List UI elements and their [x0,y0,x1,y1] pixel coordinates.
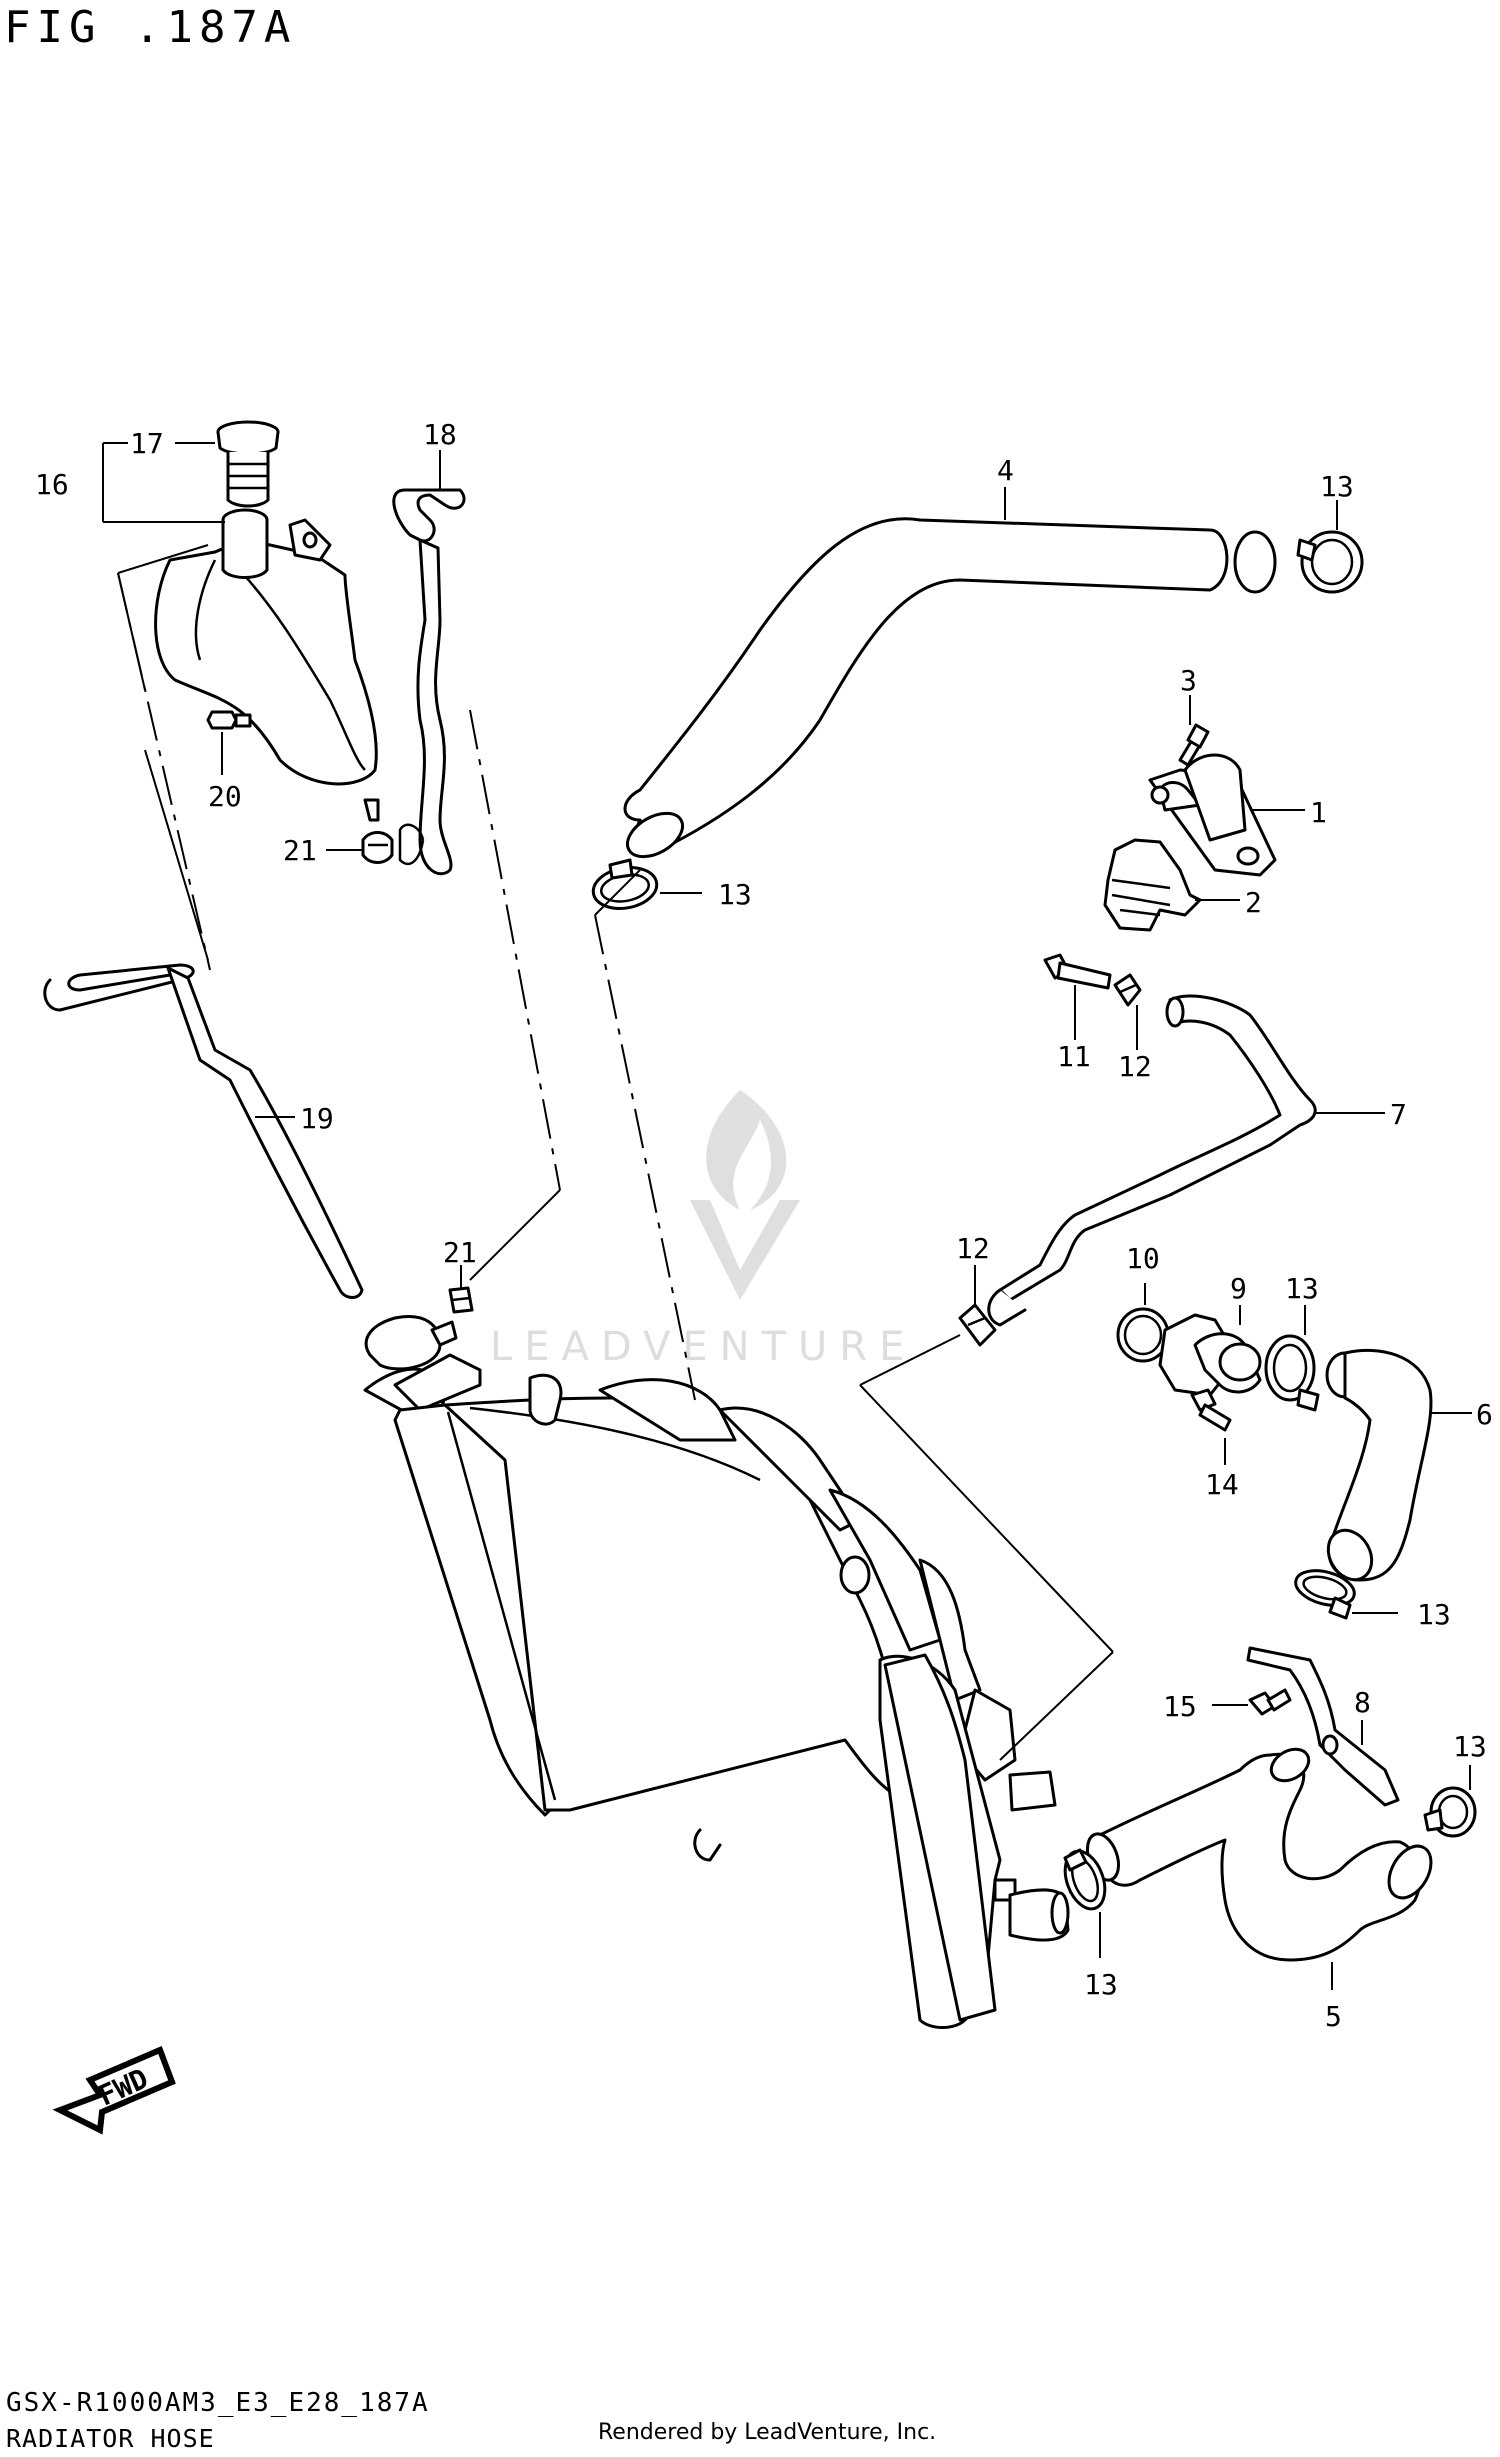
callout-18: 18 [423,418,457,451]
figure-title: FIG .187A [4,2,297,53]
callout-7: 7 [1390,1098,1407,1131]
reservoir-tank [154,508,380,822]
callout-16: 16 [35,468,69,501]
diagram-code: GSX-R1000AM3_E3_E28_187A [6,2388,430,2418]
callout-20: 20 [208,780,242,813]
leadventure-logo [690,1090,800,1300]
callout-5: 5 [1325,2000,1342,2033]
callout-21-lower: 21 [443,1236,477,1269]
diagram-caption: RADIATOR HOSE [6,2424,215,2453]
callout-13-hose4: 13 [718,878,752,911]
callout-6: 6 [1476,1398,1493,1431]
bypass-hose-7 [987,994,1317,1327]
clamp-13-bottom [1063,1848,1107,1911]
hose-fitting-9 [1158,1313,1262,1397]
callout-4: 4 [997,454,1014,487]
callout-3: 3 [1180,664,1197,697]
callout-9: 9 [1230,1272,1247,1305]
callout-13-fitting: 13 [1285,1272,1319,1305]
callout-1: 1 [1310,796,1327,829]
upper-radiator-hose-4 [623,517,1277,859]
watermark-text: LEADVENTURE [490,1324,916,1370]
hose-bracket-8 [1246,1646,1400,1807]
overflow-hose-18 [392,488,466,876]
reservoir-cap [216,420,280,508]
drain-hose-19 [43,963,364,1299]
callout-21-upper: 21 [283,834,317,867]
clamp-13-top [1296,530,1364,594]
callout-15: 15 [1163,1690,1197,1723]
callout-12-lower: 12 [956,1232,990,1265]
clip-12-lower [958,1303,997,1347]
callout-19: 19 [300,1102,334,1135]
bolt-20 [206,710,252,730]
callout-12-upper: 12 [1118,1050,1152,1083]
callout-13-hose6: 13 [1417,1598,1451,1631]
thermostat-2 [1103,838,1202,932]
radiator [363,1353,1070,2029]
callout-8: 8 [1354,1686,1371,1719]
fwd-arrow-icon [52,2046,176,2135]
radiator-filler-cap [364,1315,458,1371]
bolt-15 [1248,1688,1292,1716]
clamp-13-hose4-end [591,858,659,910]
callout-13-top: 13 [1320,470,1354,503]
callout-11: 11 [1057,1040,1091,1073]
thermostat-cover-1 [1148,753,1277,877]
callout-13-right: 13 [1453,1730,1487,1763]
clamp-13-right [1423,1786,1477,1838]
clip-21-upper [361,831,394,864]
clip-12-upper [1113,973,1142,1007]
render-credit: Rendered by LeadVenture, Inc. [598,2420,937,2445]
clamp-13-fitting [1264,1334,1320,1412]
callout-17: 17 [130,427,164,460]
bolt-11 [1043,953,1112,990]
radiator-hose-6 [1325,1348,1433,1582]
callout-2: 2 [1245,886,1262,919]
bolt-3 [1178,723,1210,767]
callout-10: 10 [1126,1242,1160,1275]
bolt-14 [1190,1388,1232,1432]
clip-21-lower [448,1286,474,1314]
clamp-13-hose6-end [1294,1569,1356,1620]
callout-13-bottom: 13 [1084,1968,1118,2001]
callout-14: 14 [1205,1468,1239,1501]
